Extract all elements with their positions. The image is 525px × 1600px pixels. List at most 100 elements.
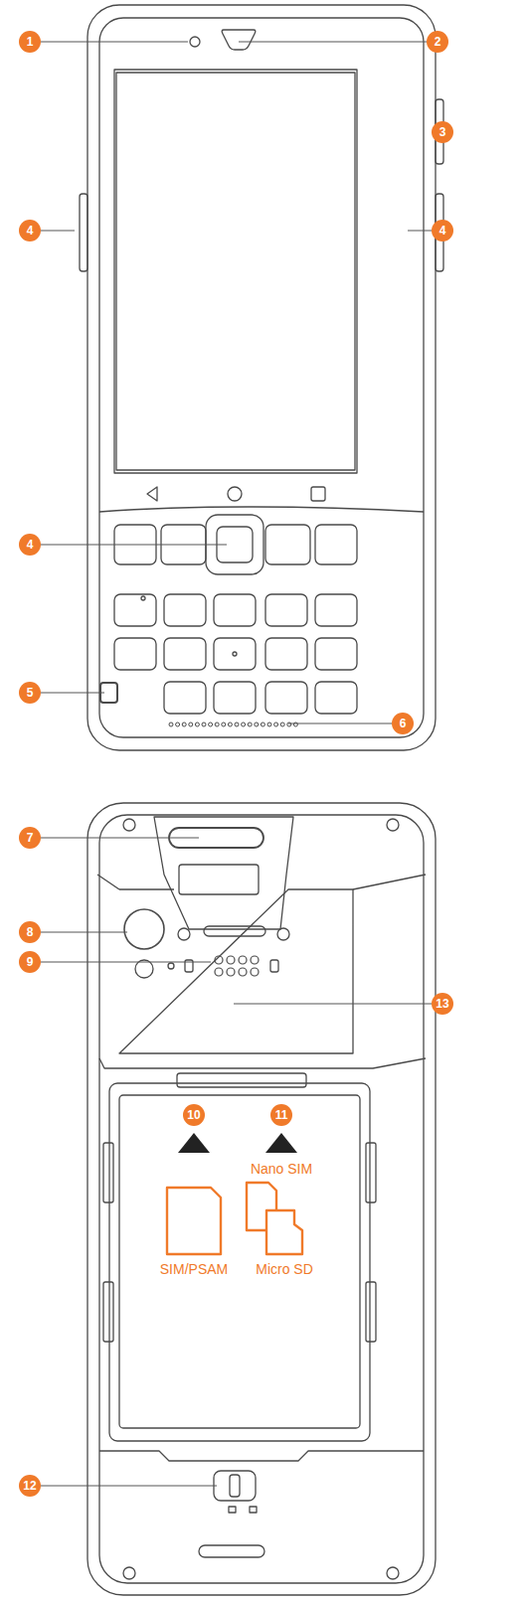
grille-hole (221, 722, 226, 727)
rear-camera (124, 909, 165, 950)
back-key (147, 487, 158, 502)
grille-hole (181, 722, 186, 727)
grille-hole (201, 722, 206, 727)
speaker-hole (214, 968, 223, 977)
unlock-icon (249, 1507, 257, 1514)
insert-arrow (265, 1133, 298, 1154)
callout-number: 4 (431, 219, 454, 242)
micro-sd-icon (266, 1211, 303, 1255)
callout-number: 9 (18, 951, 41, 974)
callout-number: 2 (426, 30, 449, 53)
grille-hole (175, 722, 180, 727)
key (315, 638, 357, 671)
key (213, 682, 256, 714)
battery-bay (119, 1095, 360, 1429)
function-key (315, 525, 357, 565)
keypad (114, 594, 357, 714)
battery-compartment (109, 1083, 370, 1442)
bottom-connector (198, 1546, 265, 1559)
callout-number: 12 (18, 1475, 41, 1498)
grille-hole (274, 722, 279, 727)
part-name: Micro SD (253, 1261, 316, 1278)
sim-card-icon (167, 1188, 221, 1255)
grille-hole (241, 722, 246, 727)
indicator (141, 596, 146, 601)
latch-slider (229, 1475, 240, 1498)
speaker-hole (250, 956, 259, 965)
grille-hole (214, 722, 219, 727)
slot (203, 926, 266, 937)
rear-speaker (214, 956, 259, 977)
scan-body (178, 865, 259, 895)
key (265, 594, 308, 627)
speaker-hole (226, 968, 235, 977)
insert-arrow (177, 1133, 210, 1154)
screw (386, 819, 399, 832)
callout-number: 11 (270, 1104, 293, 1127)
body-line (99, 1058, 426, 1069)
connector (176, 1073, 307, 1088)
lock-icon (228, 1507, 236, 1514)
grille-hole (254, 722, 259, 727)
battery-cover-plate (119, 889, 353, 1054)
insert-arrows (177, 1133, 298, 1154)
grille-hole (234, 722, 239, 727)
callout-number: 6 (391, 712, 414, 735)
callout-number: 13 (431, 993, 454, 1016)
callout-number: 8 (18, 921, 41, 944)
screen-inner (116, 72, 355, 471)
scan-key-left (79, 193, 88, 272)
menu-key (311, 487, 326, 502)
key (114, 638, 157, 671)
sensor (270, 960, 279, 973)
key (164, 682, 206, 714)
screen (114, 69, 357, 474)
key (164, 594, 206, 627)
key (114, 594, 157, 627)
key (315, 682, 357, 714)
grille-hole (188, 722, 193, 727)
key-dot (232, 652, 237, 657)
back-rim (99, 815, 424, 1584)
callout-number: 4 (18, 219, 41, 242)
key (315, 594, 357, 627)
callout-number: 10 (182, 1104, 205, 1127)
key (213, 638, 256, 671)
part-name: SIM/PSAM (158, 1261, 230, 1278)
rail (103, 1282, 114, 1343)
front-body (87, 4, 436, 751)
callout-number: 4 (18, 533, 41, 556)
key (265, 638, 308, 671)
screw (177, 928, 190, 941)
scan-head (154, 817, 294, 930)
grille-hole (169, 722, 174, 727)
grille-hole (280, 722, 285, 727)
key (213, 594, 256, 627)
rail (103, 1143, 114, 1204)
battery-latch (213, 1471, 256, 1502)
body-line (99, 1451, 424, 1462)
flash (135, 960, 154, 979)
home-key (227, 487, 242, 502)
earpiece (221, 29, 256, 50)
key (265, 682, 308, 714)
rail (365, 1282, 376, 1343)
key (164, 638, 206, 671)
speaker-hole (214, 956, 223, 965)
grille-hole (208, 722, 213, 727)
callout-number: 5 (18, 682, 41, 704)
screw (277, 928, 290, 941)
function-key (265, 525, 311, 565)
speaker-grille (169, 722, 298, 727)
speaker-hole (250, 968, 259, 977)
grille-hole (194, 722, 199, 727)
mic (168, 963, 175, 970)
speaker-hole (226, 956, 235, 965)
grille-hole (227, 722, 232, 727)
speaker-hole (238, 968, 247, 977)
callout-number: 3 (431, 121, 454, 144)
keypad-edge (99, 507, 424, 513)
part-name: Nano SIM (248, 1161, 315, 1178)
screw (386, 1568, 399, 1580)
